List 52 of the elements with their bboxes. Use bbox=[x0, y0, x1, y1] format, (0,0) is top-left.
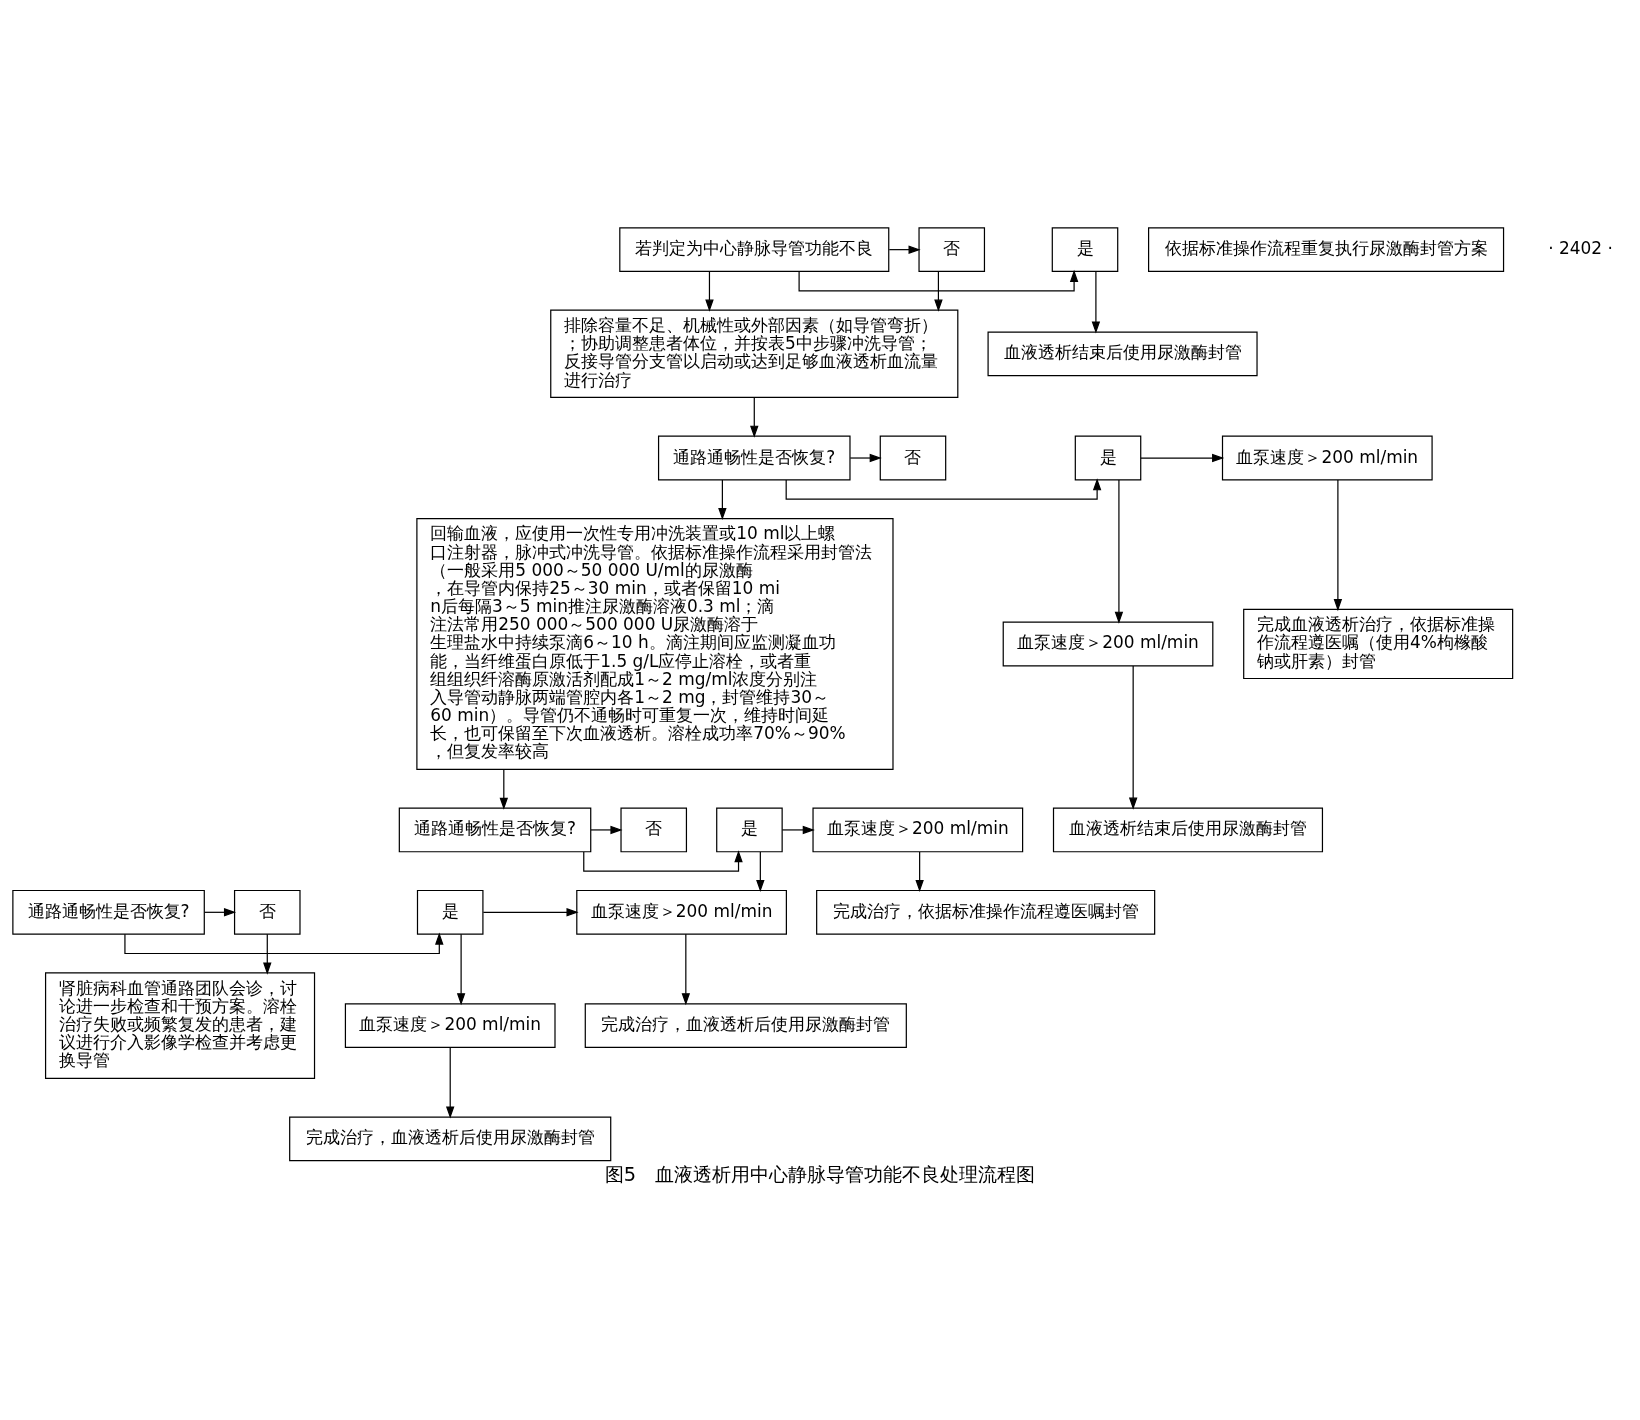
node-box: 通路通畅性是否恢复? bbox=[398, 807, 592, 853]
node-box: 通路通畅性是否恢复? bbox=[12, 889, 205, 935]
arrow bbox=[934, 271, 943, 312]
node-box: 回输血液，应使用一次性专用冲洗装置或10 ml以上螺口注射器，脉冲式冲洗导管。依据标准操作流程采用封管法（一般采用5 000～50 000 U/ml的尿激酶，在导管内保持25～30 min，或者保留10 min后每隔3～5 min推注尿激酶溶液0.3 ml；滴注法常用250 000～500 000 U尿激酶溶于生理盐水中持续泵滴6～10 h。滴注期间应监测凝血功能，当纤维蛋白原低于1.5 g/L应停止溶栓，或者重组组织纤溶酶原激活剂配成1～2 mg/ml浓度分别注入导管动静脉两端管腔内各1～2 mg，封管维持30～60 min）。导管仍不通畅时可重复一次，维持时间延长，也可保留至下次血液透析。溶栓成功率70%～90%，但复发率较高 bbox=[416, 518, 894, 770]
node-box: 完成治疗，血液透析后使用尿激酶封管 bbox=[289, 1116, 612, 1162]
arrow bbox=[499, 768, 509, 810]
arrow bbox=[750, 397, 759, 438]
arrow bbox=[681, 933, 691, 1006]
label: · 2402 · bbox=[1548, 238, 1613, 259]
node-box: 排除容量不足、机械性或外部因素（如导管弯折）；协助调整患者体位，并按表5中步骤冲洗导管；反接导管分支管以启动或达到足够血液透析血流量进行治疗 bbox=[550, 309, 959, 399]
node-box: 否 bbox=[233, 889, 301, 935]
node-box: 血泵速度＞200 ml/min bbox=[576, 889, 787, 935]
node-box: 完成治疗，依据标准操作流程遵医嘱封管 bbox=[816, 889, 1156, 935]
node-box: 否 bbox=[879, 435, 947, 481]
node-box: 血泵速度＞200 ml/min bbox=[1002, 621, 1214, 667]
arrow bbox=[482, 908, 579, 917]
node-box: 依据标准操作流程重复执行尿激酶封管方案 bbox=[1148, 227, 1505, 273]
arrow bbox=[1114, 479, 1124, 624]
node-box: 血泵速度＞200 ml/min bbox=[812, 807, 1024, 853]
arrow bbox=[718, 479, 727, 521]
node-box: 血液透析结束后使用尿激酶封管 bbox=[987, 331, 1258, 377]
arrow bbox=[781, 825, 815, 835]
node-box: 是 bbox=[1074, 435, 1142, 481]
node-box: 肾脏病科血管通路团队会诊，讨论进一步检查和干预方案。溶栓治疗失败或频繁复发的患者，建议进行介入影像学检查并考虑更换导管 bbox=[45, 972, 316, 1079]
arrow bbox=[1128, 665, 1138, 810]
arrow bbox=[849, 453, 882, 463]
arrow bbox=[445, 1046, 455, 1119]
arrow bbox=[888, 245, 921, 254]
node-box: 完成治疗，血液透析后使用尿激酶封管 bbox=[584, 1003, 907, 1048]
caption: 图5 血液透析用中心静脉导管功能不良处理流程图 bbox=[604, 1163, 1036, 1187]
arrow bbox=[203, 908, 237, 917]
arrow bbox=[705, 271, 714, 312]
arrow bbox=[263, 933, 272, 975]
node-box: 是 bbox=[416, 889, 484, 935]
arrow bbox=[456, 933, 466, 1006]
node-box: 完成血液透析治疗，依据标准操作流程遵医嘱（使用4%枸橼酸钠或肝素）封管 bbox=[1243, 608, 1514, 680]
arrow bbox=[915, 851, 924, 892]
arrow bbox=[1140, 453, 1225, 463]
node-box: 血液透析结束后使用尿激酶封管 bbox=[1052, 807, 1324, 853]
node-box: 否 bbox=[918, 227, 986, 273]
node-box: 是 bbox=[716, 807, 783, 853]
arrow bbox=[1091, 271, 1101, 334]
arrow bbox=[1333, 479, 1343, 612]
node-box: 是 bbox=[1051, 227, 1119, 273]
node-box: 血泵速度＞200 ml/min bbox=[344, 1003, 556, 1048]
node-box: 血泵速度＞200 ml/min bbox=[1221, 435, 1433, 481]
node-box: 否 bbox=[620, 807, 688, 853]
node-box: 通路通畅性是否恢复? bbox=[657, 435, 851, 481]
arrow bbox=[756, 851, 765, 892]
node-box: 若判定为中心静脉导管功能不良 bbox=[619, 227, 890, 273]
arrow bbox=[590, 825, 623, 835]
arrow bbox=[583, 850, 743, 872]
